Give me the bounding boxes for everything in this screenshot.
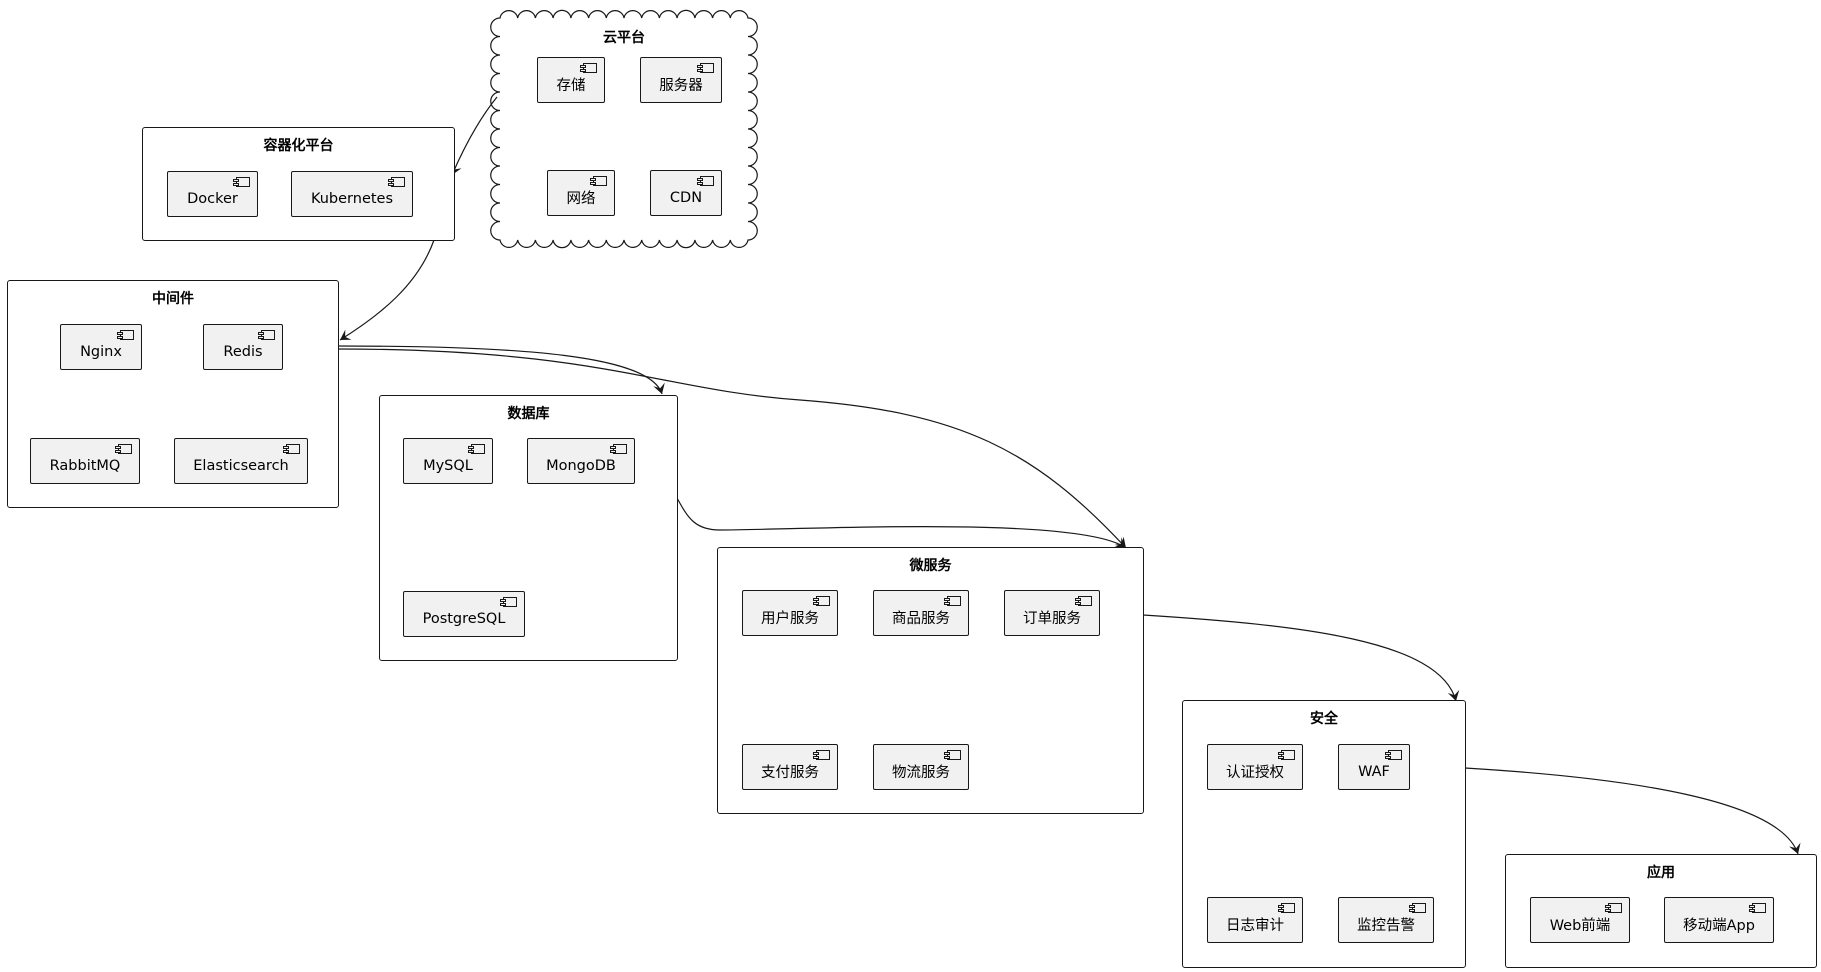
package-title: 安全 <box>1310 711 1338 727</box>
component-icon <box>1749 903 1766 913</box>
component-label: Web前端 <box>1549 918 1611 934</box>
component-mongodb[interactable]: MongoDB <box>527 438 635 484</box>
cloud-platform-package: 云平台 存储 服务器 网络 CDN <box>497 15 751 243</box>
component-label: Elasticsearch <box>193 457 289 474</box>
component-label: 服务器 <box>659 78 703 94</box>
component-label: 物流服务 <box>892 765 950 781</box>
container-platform-package: 容器化平台 Docker Kubernetes <box>142 127 455 241</box>
component-icon <box>115 444 132 454</box>
package-title: 中间件 <box>152 291 194 307</box>
component-icon <box>580 63 597 73</box>
package-title: 云平台 <box>603 30 645 46</box>
component-mobile-app[interactable]: 移动端App <box>1664 897 1774 943</box>
middleware-package: 中间件 Nginx Redis RabbitMQ Elasticsearch <box>7 280 339 508</box>
package-title: 应用 <box>1647 865 1675 881</box>
package-title: 容器化平台 <box>263 138 334 154</box>
microservices-package: 微服务 用户服务 商品服务 订单服务 支付服务 物流服务 <box>717 547 1144 814</box>
component-waf[interactable]: WAF <box>1338 744 1410 790</box>
component-label: Kubernetes <box>310 190 394 207</box>
component-label: 存储 <box>556 78 586 94</box>
component-icon <box>388 177 405 187</box>
component-storage[interactable]: 存储 <box>537 57 605 103</box>
component-label: 商品服务 <box>892 611 950 627</box>
component-postgresql[interactable]: PostgreSQL <box>403 591 525 637</box>
component-label: 监控告警 <box>1357 918 1415 934</box>
component-icon <box>1278 750 1295 760</box>
component-label: 日志审计 <box>1226 918 1284 934</box>
component-label: 认证授权 <box>1226 765 1284 781</box>
component-kubernetes[interactable]: Kubernetes <box>291 171 413 217</box>
component-user-service[interactable]: 用户服务 <box>742 590 838 636</box>
component-label: Docker <box>187 190 238 207</box>
component-icon <box>1075 596 1092 606</box>
component-docker[interactable]: Docker <box>167 171 258 217</box>
applications-package: 应用 Web前端 移动端App <box>1505 854 1817 968</box>
edge-cloud-to-container <box>450 96 498 176</box>
component-label: RabbitMQ <box>49 457 121 474</box>
component-icon <box>468 444 485 454</box>
component-label: MySQL <box>423 457 473 474</box>
edge-database-to-microservices <box>676 497 1127 549</box>
package-title: 微服务 <box>909 558 952 574</box>
database-package: 数据库 MySQL MongoDB PostgreSQL <box>379 395 678 661</box>
component-label: 移动端App <box>1683 918 1755 934</box>
component-icon <box>697 176 714 186</box>
component-icon <box>1409 903 1426 913</box>
edge-middleware-to-database <box>337 345 665 395</box>
component-icon <box>1385 750 1402 760</box>
component-icon <box>283 444 300 454</box>
edge-microservices-to-security <box>1142 614 1460 702</box>
component-label: 网络 <box>566 191 596 207</box>
security-package: 安全 认证授权 WAF 日志审计 监控告警 <box>1182 700 1466 968</box>
component-label: Redis <box>223 343 263 360</box>
component-label: CDN <box>669 189 703 206</box>
component-log-audit[interactable]: 日志审计 <box>1207 897 1303 943</box>
component-icon <box>233 177 250 187</box>
component-rabbitmq[interactable]: RabbitMQ <box>30 438 140 484</box>
component-order-service[interactable]: 订单服务 <box>1004 590 1100 636</box>
component-label: MongoDB <box>546 457 616 474</box>
component-icon <box>500 597 517 607</box>
component-logistics-service[interactable]: 物流服务 <box>873 744 969 790</box>
package-title: 数据库 <box>507 406 550 422</box>
component-icon <box>944 596 961 606</box>
component-icon <box>590 176 607 186</box>
component-icon <box>117 330 134 340</box>
component-label: 用户服务 <box>761 611 819 627</box>
component-icon <box>1278 903 1295 913</box>
component-icon <box>813 750 830 760</box>
component-server[interactable]: 服务器 <box>640 57 722 103</box>
component-label: 订单服务 <box>1023 611 1081 627</box>
component-icon <box>944 750 961 760</box>
component-network[interactable]: 网络 <box>547 170 615 216</box>
component-mysql[interactable]: MySQL <box>403 438 493 484</box>
component-cdn[interactable]: CDN <box>650 170 722 216</box>
component-payment-service[interactable]: 支付服务 <box>742 744 838 790</box>
component-icon <box>697 63 714 73</box>
component-label: WAF <box>1358 763 1390 780</box>
component-label: PostgreSQL <box>422 610 506 627</box>
component-nginx[interactable]: Nginx <box>60 324 142 370</box>
component-redis[interactable]: Redis <box>203 324 283 370</box>
component-icon <box>258 330 275 340</box>
component-icon <box>813 596 830 606</box>
edge-container-to-middleware <box>339 239 435 341</box>
component-elasticsearch[interactable]: Elasticsearch <box>174 438 308 484</box>
component-label: 支付服务 <box>761 765 819 781</box>
component-icon <box>610 444 627 454</box>
edge-security-to-applications <box>1464 767 1801 855</box>
component-monitor-alert[interactable]: 监控告警 <box>1338 897 1434 943</box>
component-icon <box>1605 903 1622 913</box>
component-web-frontend[interactable]: Web前端 <box>1530 897 1630 943</box>
component-label: Nginx <box>80 343 122 360</box>
component-auth[interactable]: 认证授权 <box>1207 744 1303 790</box>
component-product-service[interactable]: 商品服务 <box>873 590 969 636</box>
